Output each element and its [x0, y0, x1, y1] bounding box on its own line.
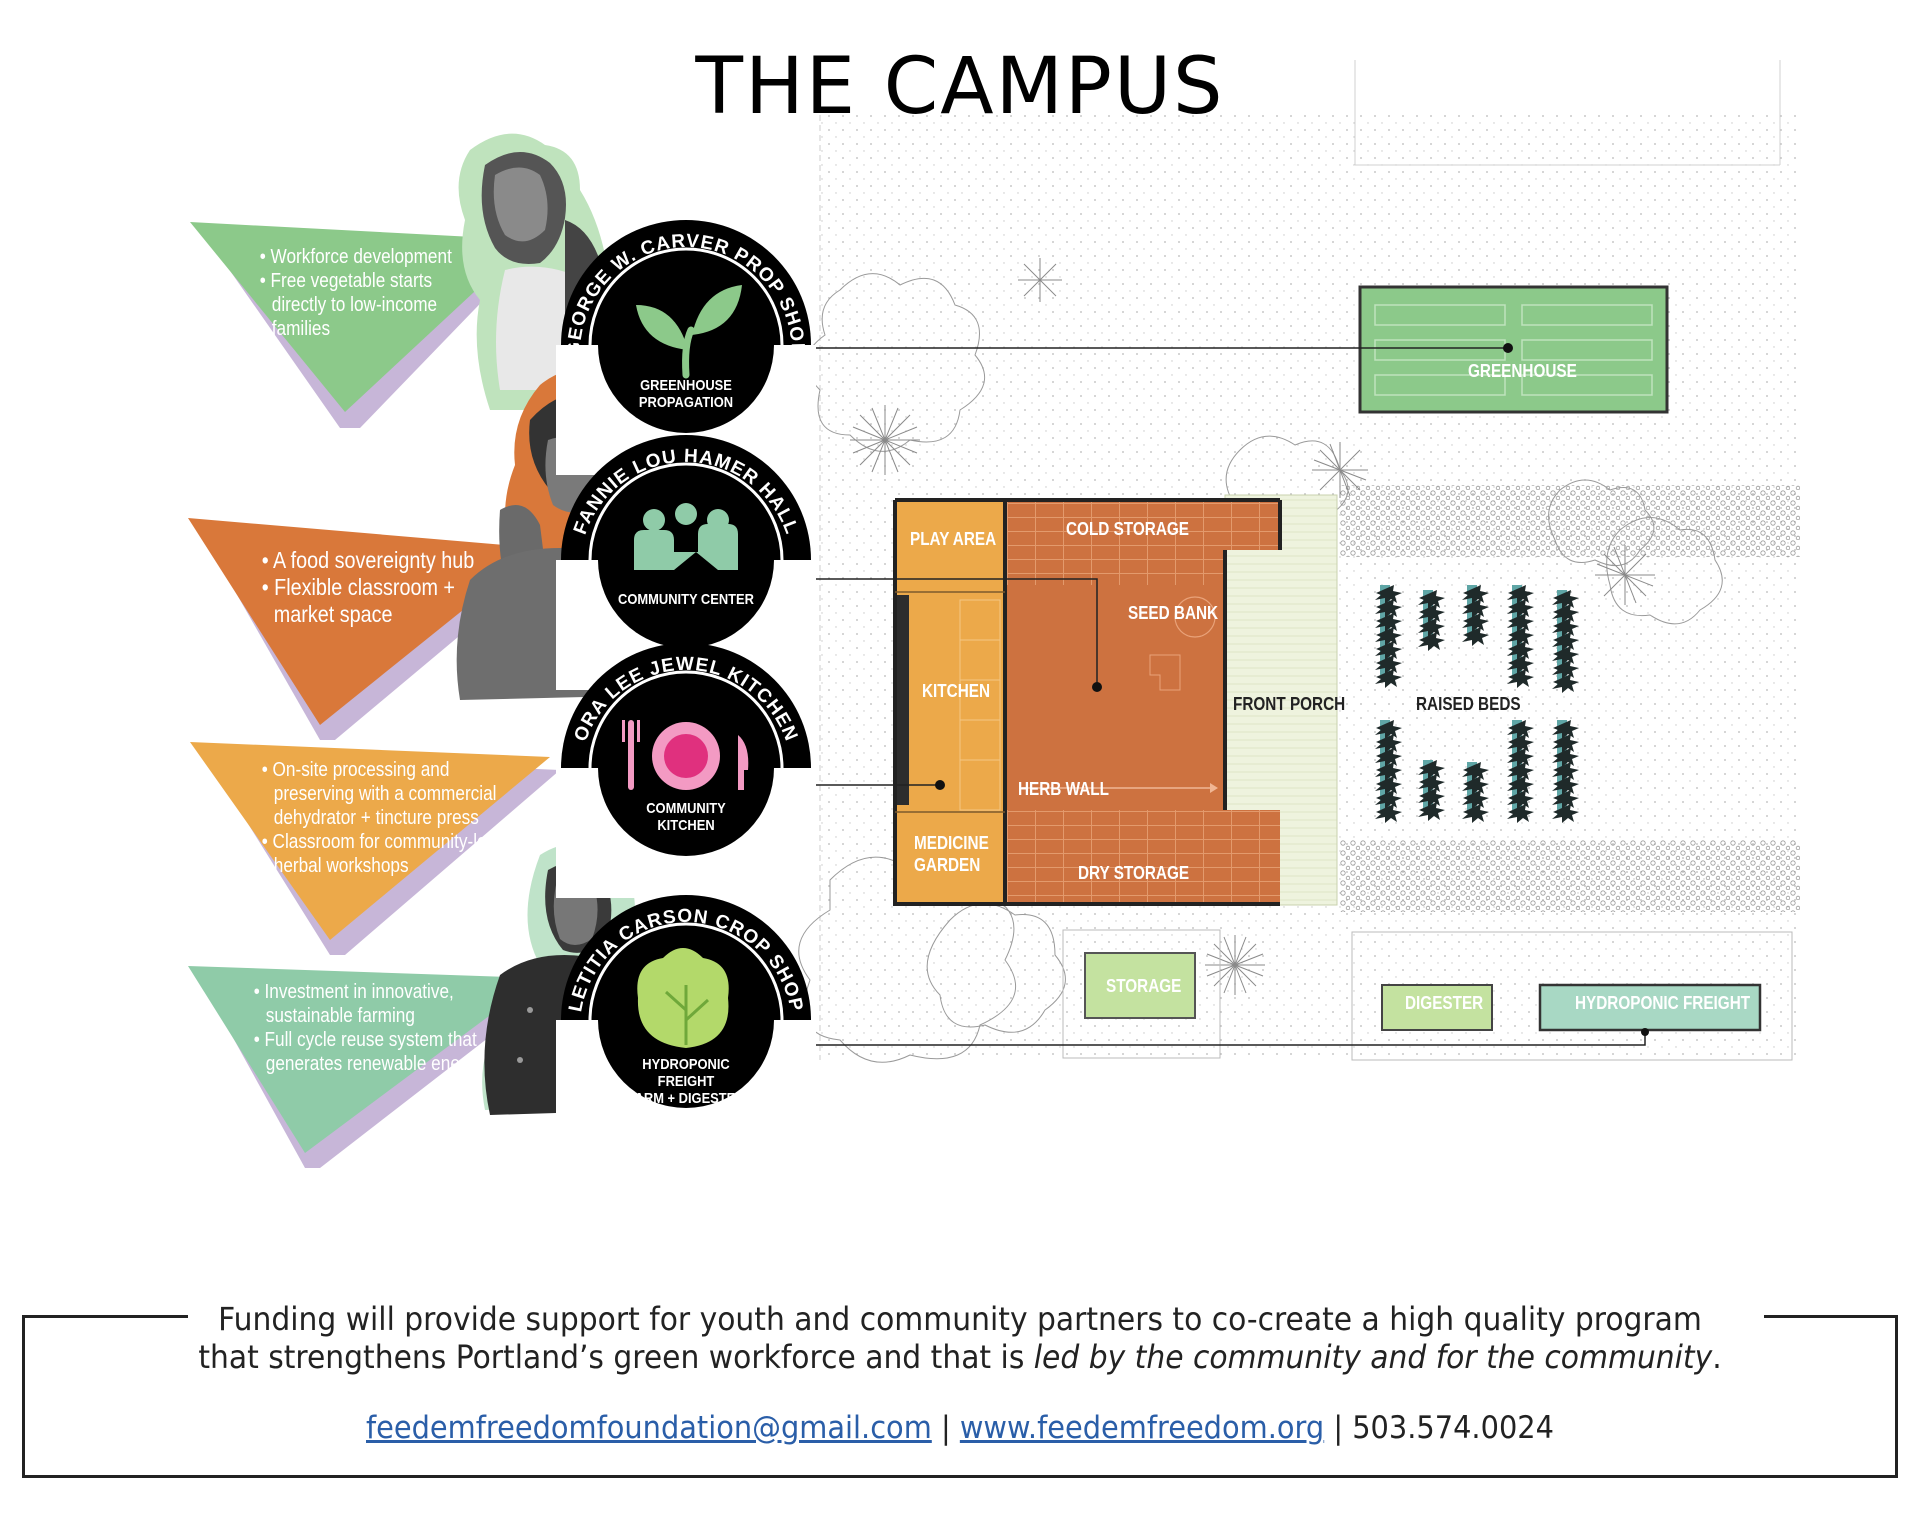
raised-bed — [1462, 585, 1489, 646]
digester-building — [1381, 984, 1493, 1031]
label-medicine-garden: MEDICINE GARDEN — [914, 833, 989, 875]
bullet-item: Investment in innovative, sustainable fa… — [252, 980, 484, 1028]
raised-bed — [1418, 590, 1445, 651]
label-play-area: PLAY AREA — [910, 529, 997, 549]
badge-label-hydroponic: HYDROPONIC FREIGHT FARM + DIGESTER — [627, 1056, 745, 1107]
kitchen-area — [895, 592, 1005, 812]
hydroponic-freight-building — [1538, 983, 1762, 1032]
raised-bed — [1462, 762, 1489, 823]
label-herb-wall: HERB WALL — [1018, 779, 1109, 799]
bullet-item: Workforce development — [258, 245, 490, 269]
bullet-item: On-site processing and preserving with a… — [260, 758, 518, 830]
bullets-jewel: On-site processing and preserving with a… — [260, 758, 518, 878]
connector-dots — [935, 343, 1649, 1036]
label-seed-bank: SEED BANK — [1128, 603, 1219, 623]
raised-bed — [1507, 585, 1534, 688]
label-digester: DIGESTER — [1405, 993, 1484, 1013]
building-plan — [893, 494, 1338, 906]
lettuce-icon — [637, 948, 729, 1048]
dry-storage — [1005, 810, 1280, 902]
label-hydroponic-freight: HYDROPONIC FREIGHT — [1575, 993, 1751, 1013]
label-greenhouse: GREENHOUSE — [1468, 361, 1577, 381]
raised-bed — [1552, 720, 1579, 823]
badge-label-community-center: COMMUNITY CENTER — [618, 591, 754, 608]
label-front-porch: FRONT PORCH — [1233, 694, 1346, 714]
greenhouse-building — [1358, 285, 1669, 414]
raised-bed — [1375, 585, 1402, 688]
raised-bed — [1552, 590, 1579, 693]
footer-statement: Funding will provide support for youth a… — [198, 1300, 1722, 1376]
raised-bed — [1418, 760, 1445, 821]
label-raised-beds: RAISED BEDS — [1416, 694, 1521, 714]
bullet-item: Free vegetable starts directly to low-in… — [258, 269, 490, 341]
label-cold-storage: COLD STORAGE — [1066, 519, 1189, 539]
people-icon — [634, 503, 738, 570]
bullet-item: Full cycle reuse system that generates r… — [252, 1028, 484, 1076]
footer-contact: feedemfreedomfoundation@gmail.com | www.… — [366, 1410, 1554, 1446]
badge-3: LETITIA CARSON CROP SHOP — [556, 895, 816, 1150]
bullet-item: Classroom for community-led herbal works… — [260, 830, 518, 878]
email-link[interactable]: feedemfreedomfoundation@gmail.com — [366, 1410, 932, 1446]
bullet-item: A food sovereignty hub — [260, 547, 475, 574]
bullets-carson: Investment in innovative, sustainable fa… — [252, 980, 484, 1076]
raised-beds — [1375, 585, 1579, 823]
label-storage: STORAGE — [1106, 976, 1182, 996]
gravel-path-bottom — [1340, 840, 1800, 912]
label-dry-storage: DRY STORAGE — [1078, 863, 1190, 883]
badge-label-greenhouse: GREENHOUSE PROPAGATION — [638, 377, 734, 411]
storage-building — [1084, 952, 1196, 1019]
medicine-garden — [895, 812, 1005, 904]
play-area — [895, 500, 1005, 592]
gravel-path-top — [1340, 485, 1800, 557]
raised-bed — [1507, 720, 1534, 823]
footer-frame — [22, 1315, 1898, 1478]
seedling-icon — [636, 285, 742, 379]
bullets-hamer: A food sovereignty hub Flexible classroo… — [260, 547, 475, 628]
label-kitchen: KITCHEN — [922, 681, 990, 701]
badge-label-community-kitchen: COMMUNITY KITCHEN — [646, 800, 726, 834]
website-link[interactable]: www.feedemfreedom.org — [959, 1410, 1325, 1446]
badge-0: GEORGE W. CARVER PROP SHOP — [556, 220, 816, 475]
raised-bed — [1375, 720, 1402, 823]
cold-storage — [1005, 500, 1280, 550]
badge-2: ORA LEE JEWEL KITCHEN — [556, 643, 816, 898]
badge-1: FANNIE LOU HAMER HALL — [556, 435, 816, 690]
plate-fork-knife-icon — [622, 720, 749, 790]
phone-number: 503.574.0024 — [1352, 1410, 1554, 1446]
starburst-plants — [850, 258, 1655, 995]
bullet-item: Flexible classroom + market space — [260, 574, 475, 628]
bullets-carver: Workforce development Free vegetable sta… — [258, 245, 490, 341]
